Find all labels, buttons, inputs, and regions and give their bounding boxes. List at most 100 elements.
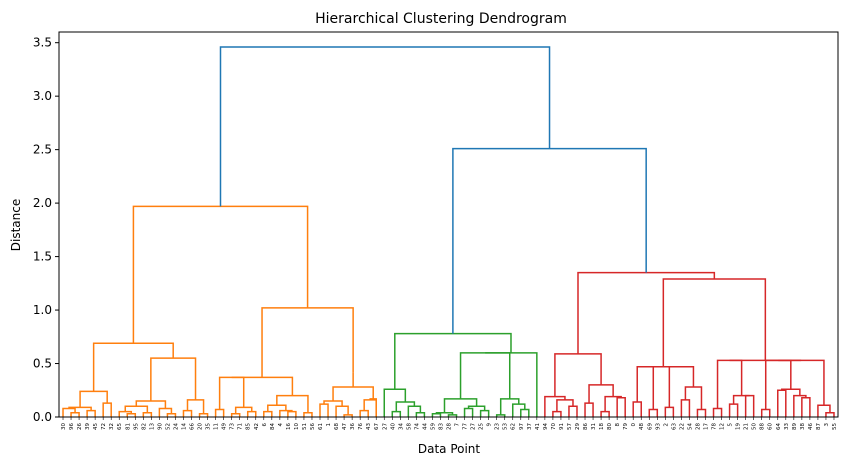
dendrogram-link [118,410,133,417]
leaf-label: 47 [342,423,348,430]
leaf-label: 76 [358,423,364,430]
y-tick-label: 1.5 [33,250,52,264]
leaf-label: 57 [567,423,573,430]
leaf-label: 88 [760,423,766,430]
leaf-label: 70 [551,423,557,430]
leaf-label: 7 [455,423,461,427]
leaf-label: 55 [832,423,838,430]
dendrogram-link [467,405,486,411]
leaf-label: 34 [398,423,404,430]
y-axis-label: Distance [9,199,23,251]
dendrogram-link [214,408,225,417]
leaf-label: 27 [382,423,388,430]
y-tick-label: 2.0 [33,196,52,210]
dendrogram-link [777,389,787,417]
leaf-label: 84 [270,423,276,430]
dendrogram-link [556,399,574,412]
dendrogram-link [662,278,767,367]
dendrogram-link [263,410,273,417]
leaf-label: 3 [824,423,830,427]
dendrogram-link [231,376,294,396]
chart-title: Hierarchical Clustering Dendrogram [315,11,567,27]
y-tick-label: 3.5 [33,36,52,50]
leaf-label: 72 [101,423,107,430]
x-axis-label: Data Point [418,442,481,456]
dendrogram-links [62,46,835,417]
dendrogram-link [459,352,511,399]
leaf-label: 27 [471,423,477,430]
dendrogram-link [319,403,329,417]
leaf-label: 25 [479,423,485,430]
leaf-label: 23 [495,423,501,430]
leaf-label: 6 [262,423,268,427]
leaf-label: 66 [190,423,196,430]
dendrogram-link [648,408,659,417]
dendrogram-link [124,405,149,413]
leaf-label: 5 [728,423,734,427]
leaf-label: 51 [302,423,308,430]
leaf-label: 85 [246,423,252,430]
leaf-label: 73 [230,423,236,430]
y-tick-label: 0.5 [33,357,52,371]
leaf-label: 52 [165,423,171,430]
y-axis: 0.00.51.01.52.02.53.03.5 [33,36,59,424]
dendrogram-link [680,399,691,417]
leaf-label: 67 [374,423,380,430]
dendrogram-link [335,405,349,417]
leaf-label: 11 [214,423,220,430]
leaf-label: 32 [109,423,115,430]
dendrogram-link [485,352,538,417]
leaf-label: 82 [141,423,147,430]
dendrogram-link [760,408,771,417]
leaf-label: 41 [535,423,541,430]
dendrogram-link [728,403,739,417]
leaf-label: 31 [591,423,597,430]
leaf-label: 30 [61,423,67,430]
leaf-label: 44 [422,423,428,430]
leaf-label: 42 [254,423,260,430]
leaf-label: 81 [125,423,131,430]
y-tick-label: 2.5 [33,143,52,157]
y-tick-label: 0.0 [33,410,52,424]
leaf-label: 93 [655,423,661,430]
leaf-label: 40 [390,423,396,430]
dendrogram-link [198,413,209,417]
leaf-label: 20 [198,423,204,430]
leaf-label: 89 [792,423,798,430]
leaf-label: 0 [631,423,637,427]
dendrogram-link [568,405,578,417]
dendrogram-link [511,403,526,417]
leaf-label: 83 [438,423,444,430]
dendrogram-link [246,410,257,417]
leaf-label: 64 [776,423,782,430]
dendrogram-link [604,395,622,412]
leaf-label: 74 [414,423,420,430]
leaf-label: 1 [326,423,332,427]
leaf-label: 39 [85,423,91,430]
dendrogram-link [732,394,750,405]
leaf-label: 97 [519,423,525,430]
dendrogram-link [391,410,402,417]
leaf-label: 60 [768,423,774,430]
leaf-label: 33 [784,423,790,430]
leaf-label: 96 [69,423,75,430]
leaf-label: 77 [463,423,469,430]
leaf-label: 63 [671,423,677,430]
leaf-label: 38 [800,423,806,430]
leaf-label: 91 [559,423,565,430]
leaf-label: 61 [318,423,324,430]
leaf-label: 8 [615,423,621,427]
leaf-label: 86 [583,423,589,430]
dendrogram-link [219,46,551,207]
dendrogram-link [684,386,703,410]
leaf-label: 16 [286,423,292,430]
dendrogram-link [166,413,177,417]
dendrogram-link [600,410,610,417]
leaf-label: 28 [447,423,453,430]
dendrogram-link [431,413,442,417]
plot-area-frame [58,31,839,418]
dendrogram-link [407,405,422,417]
dendrogram-link [332,386,374,401]
leaf-label: 48 [639,423,645,430]
